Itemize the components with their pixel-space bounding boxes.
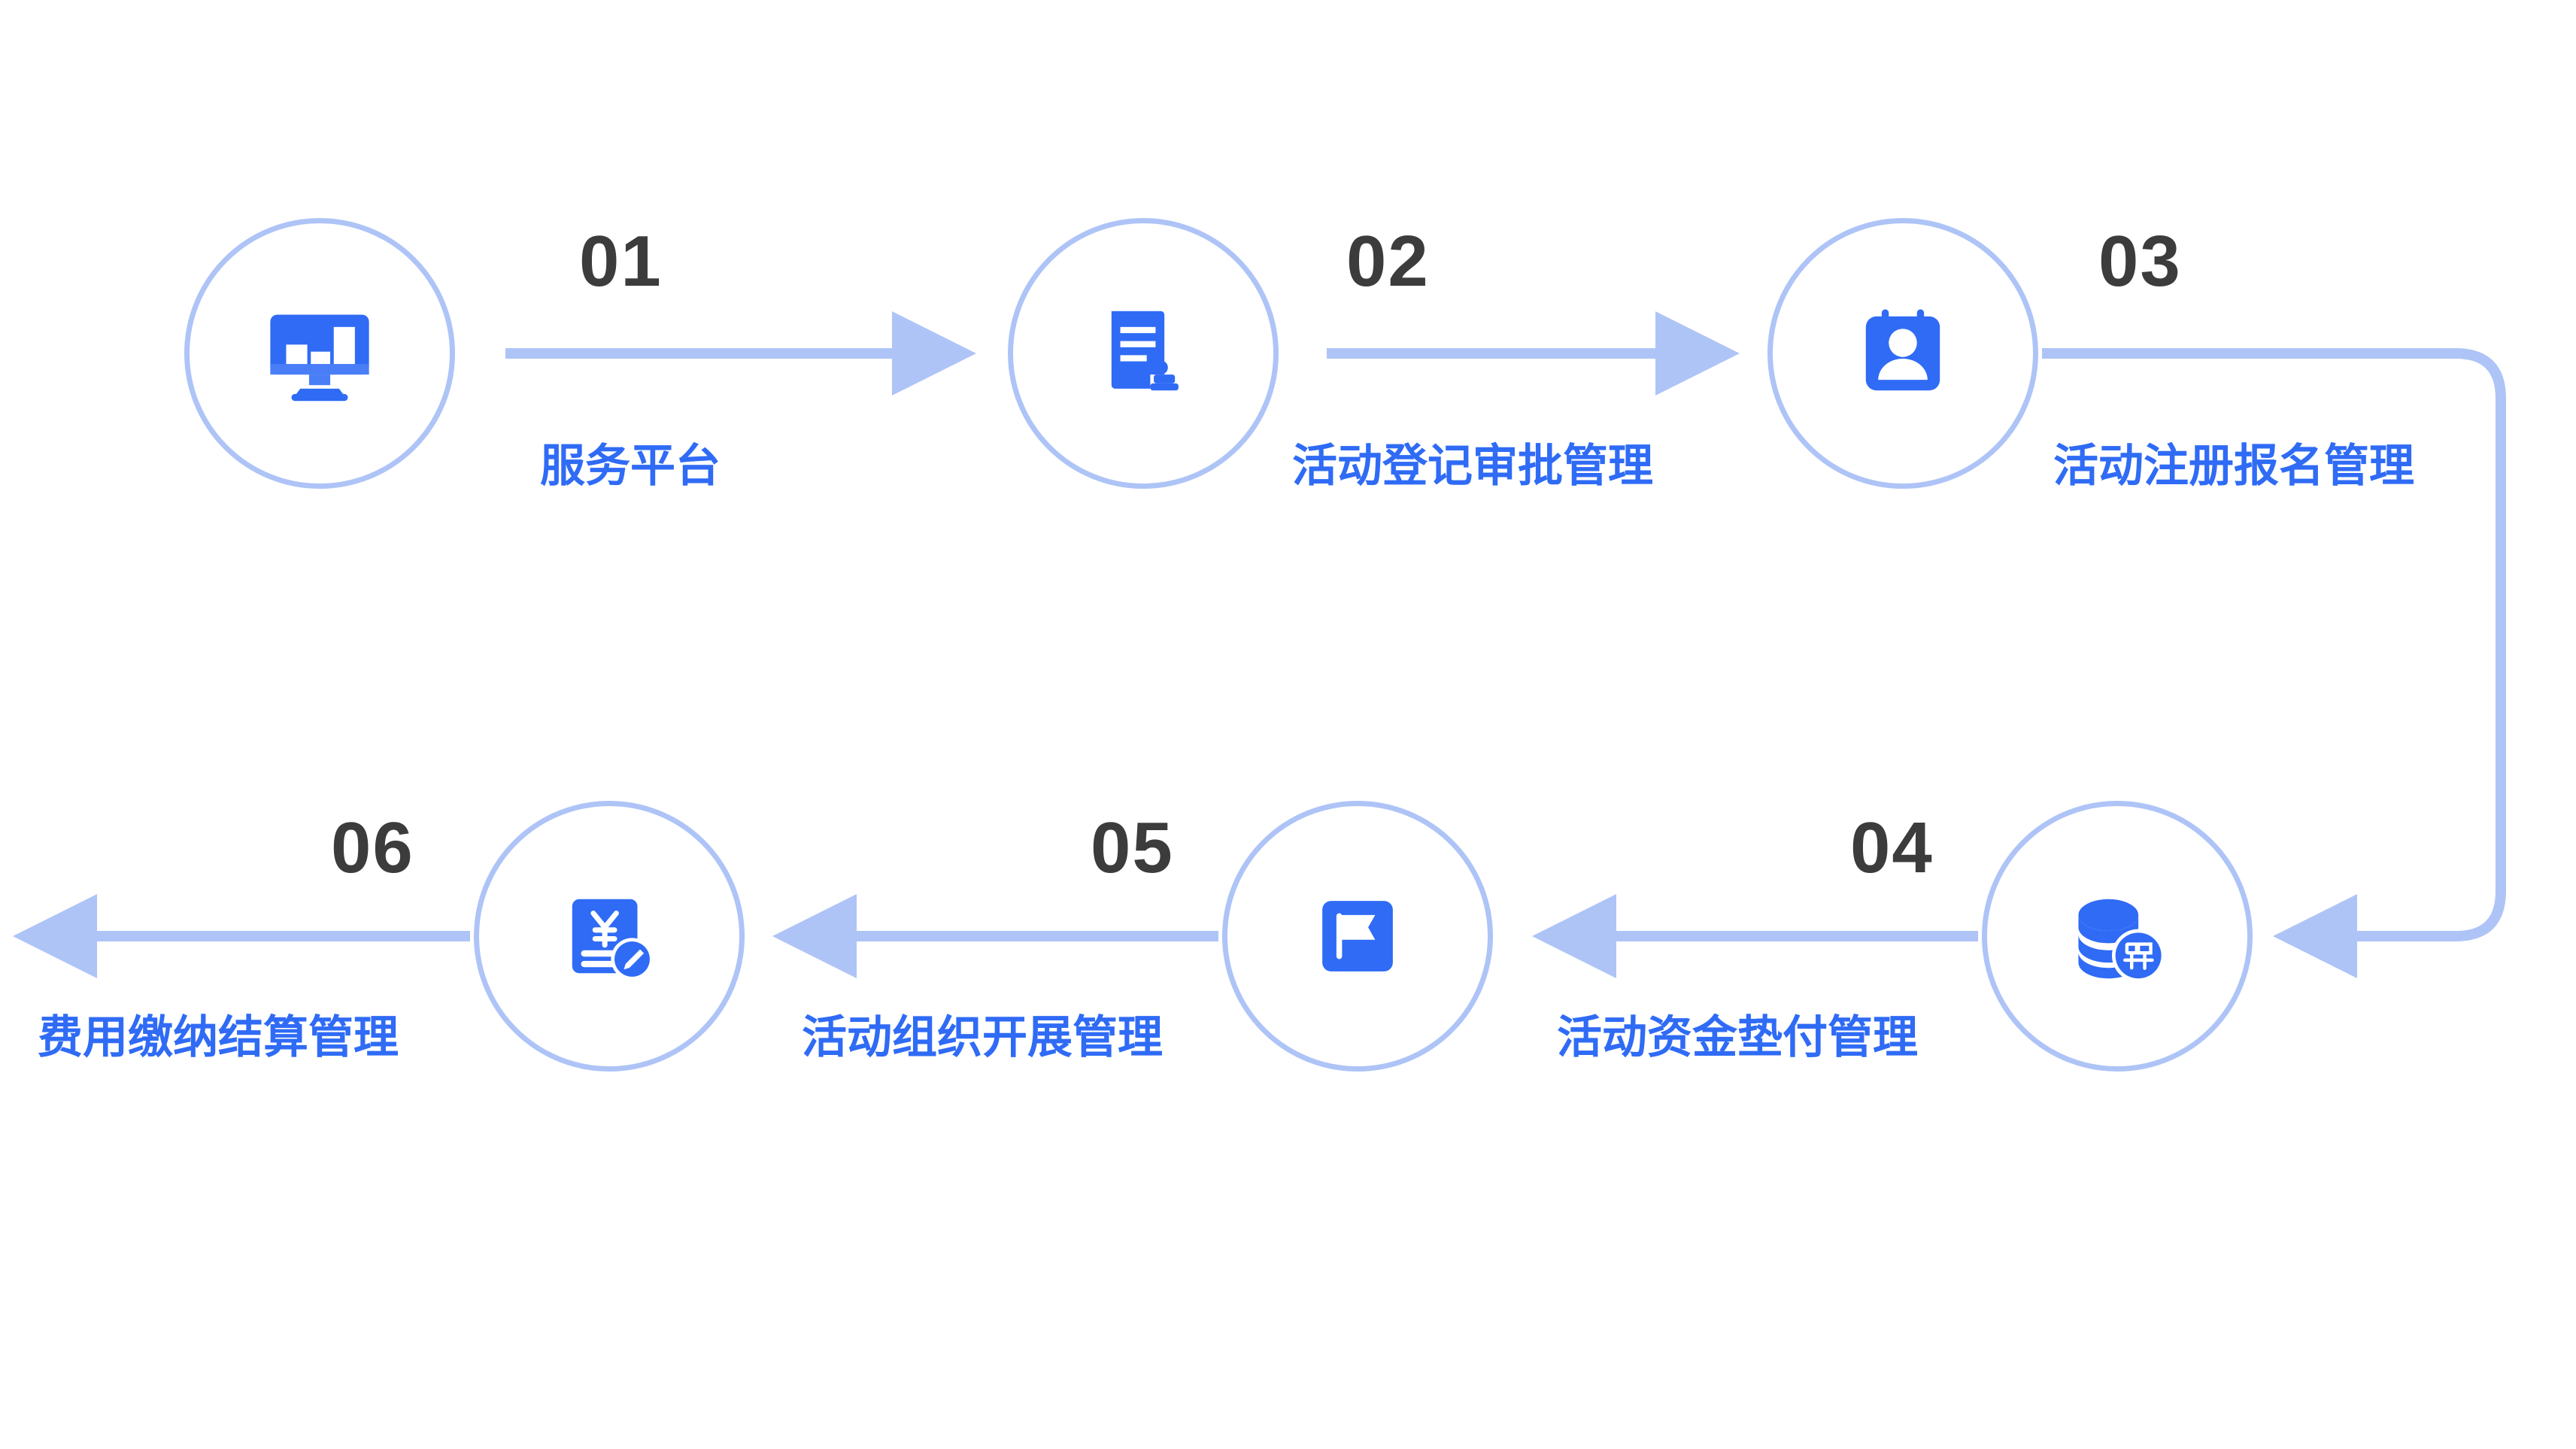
step-label-03: 活动注册报名管理	[2053, 440, 2414, 493]
step-label-05: 活动组织开展管理	[802, 1011, 1163, 1064]
step-label-06: 费用缴纳结算管理	[38, 1011, 399, 1064]
flow-node-01[interactable]	[184, 218, 455, 489]
step-number-01: 01	[579, 221, 663, 302]
flow-node-04[interactable]	[1982, 801, 2253, 1072]
step-label-04: 活动资金垫付管理	[1557, 1011, 1918, 1064]
yen-ledger-edit-icon	[572, 899, 654, 981]
step-number-06: 06	[331, 808, 414, 888]
flow-node-06[interactable]	[474, 801, 745, 1072]
step-label-01: 服务平台	[540, 440, 721, 493]
step-label-02: 活动登记审批管理	[1292, 440, 1653, 493]
flow-node-02[interactable]	[1008, 218, 1279, 489]
step-number-05: 05	[1091, 808, 1174, 888]
flow-node-05[interactable]	[1222, 801, 1493, 1072]
flow-node-03[interactable]	[1767, 218, 2038, 489]
flag-icon	[1322, 901, 1393, 972]
step-number-04: 04	[1850, 808, 1934, 888]
coin-stack-insurance-icon	[2078, 899, 2165, 982]
document-stamp-icon	[1111, 311, 1179, 391]
step-number-03: 03	[2098, 221, 2182, 302]
calendar-person-icon	[1865, 309, 1940, 391]
monitor-dashboard-icon	[270, 314, 369, 402]
step-number-02: 02	[1346, 221, 1430, 302]
